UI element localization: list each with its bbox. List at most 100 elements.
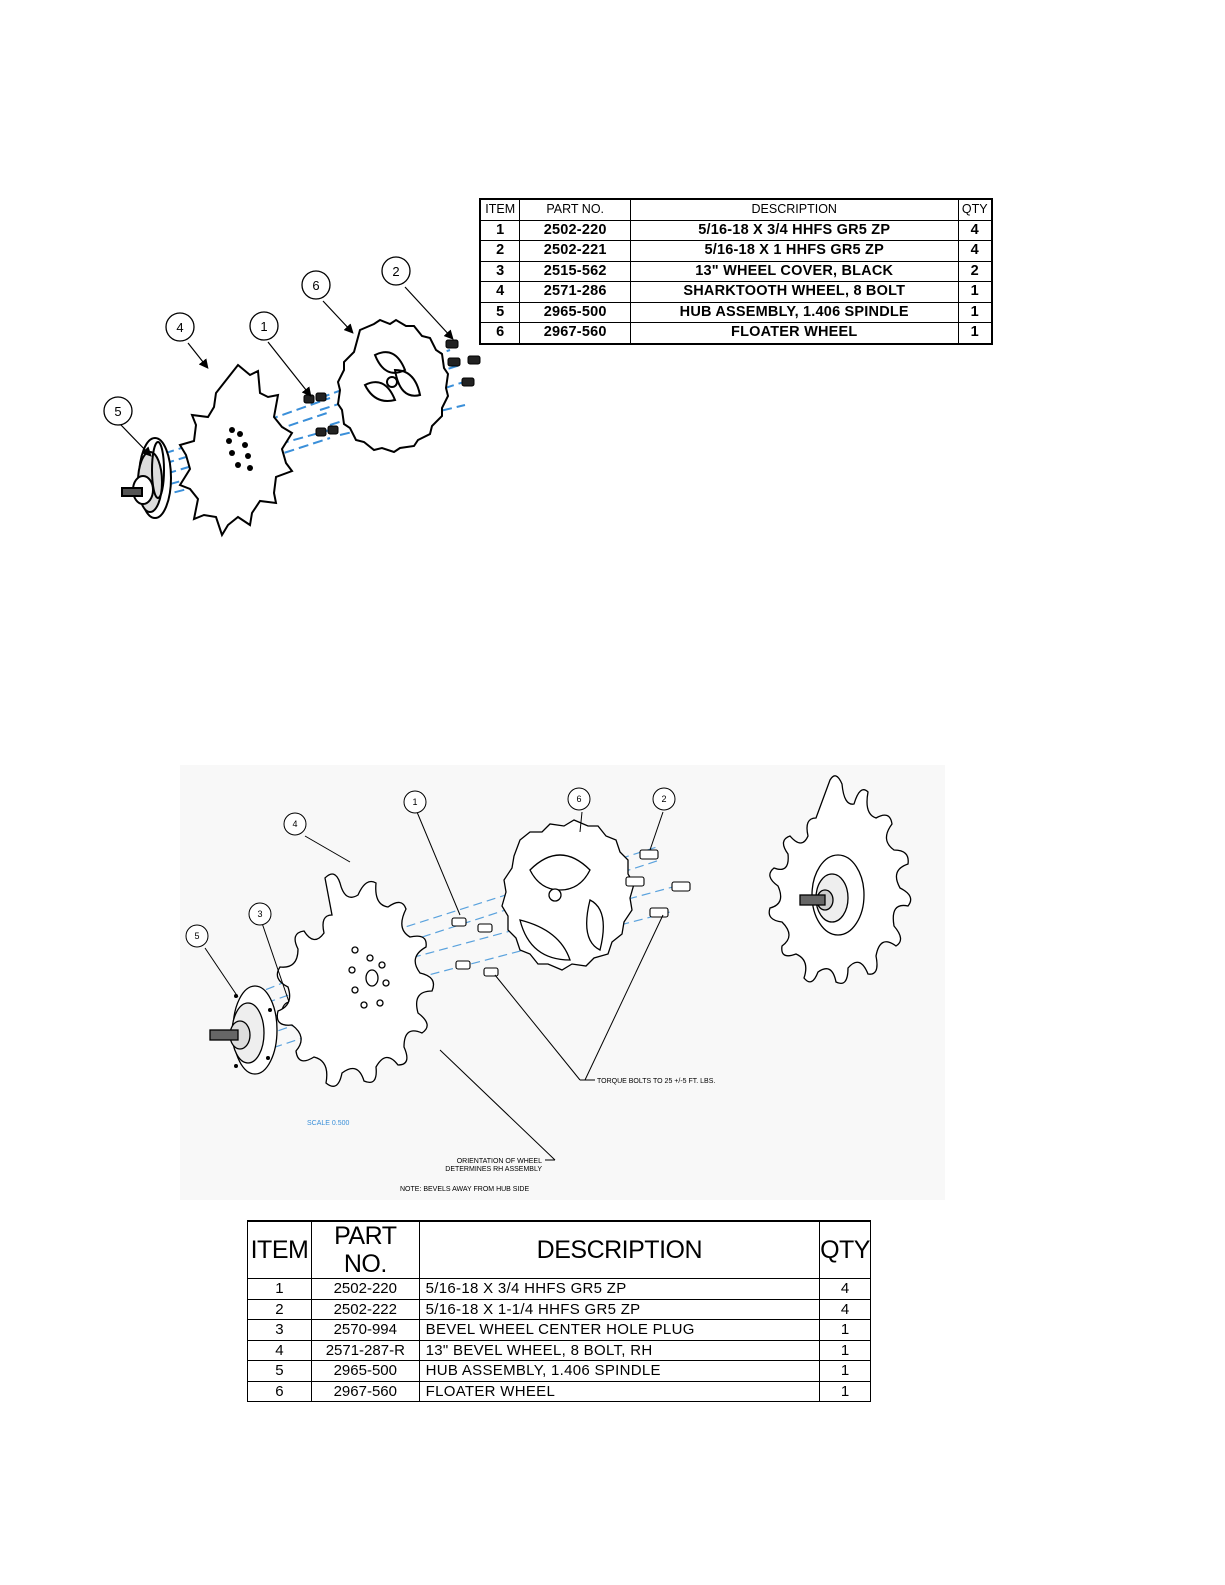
part-no-cell: 2570-994 xyxy=(310,1319,420,1341)
bevel-note: NOTE: BEVELS AWAY FROM HUB SIDE xyxy=(400,1186,529,1193)
bottom-balloon-5: 5 xyxy=(194,931,199,941)
bottom-balloon-1: 1 xyxy=(412,797,417,807)
bottom-hub-assembly xyxy=(209,985,278,1075)
part-no-cell: 2967-560 xyxy=(310,1380,420,1402)
qty-cell: 1 xyxy=(957,281,993,303)
qty-cell: 4 xyxy=(819,1278,871,1300)
column-header-qty: QTY xyxy=(819,1220,871,1279)
part-no-cell: 2502-221 xyxy=(519,240,631,262)
item-cell: 3 xyxy=(479,260,521,282)
column-header-part-no: PART NO. xyxy=(519,198,631,221)
qty-cell: 1 xyxy=(819,1360,871,1382)
item-cell: 5 xyxy=(247,1360,312,1382)
bottom-exploded-diagram: 5 3 4 1 6 2 TORQUE BOLTS TO 25 +/-5 FT. … xyxy=(180,765,945,1200)
bottom-balloon-2: 2 xyxy=(661,794,666,804)
description-cell: HUB ASSEMBLY, 1.406 SPINDLE xyxy=(418,1360,821,1382)
part-no-cell: 2571-287-R xyxy=(310,1339,420,1361)
orientation-note-line1: ORIENTATION OF WHEEL xyxy=(457,1158,542,1165)
item-cell: 4 xyxy=(247,1339,312,1361)
qty-cell: 4 xyxy=(819,1298,871,1320)
top-sharktooth-wheel xyxy=(178,363,294,538)
description-cell: 13" BEVEL WHEEL, 8 BOLT, RH xyxy=(418,1339,821,1361)
qty-cell: 4 xyxy=(957,240,993,262)
top-balloon-5: 5 xyxy=(114,404,121,419)
top-balloon-4: 4 xyxy=(176,320,183,335)
item-cell: 1 xyxy=(247,1278,312,1300)
bottom-balloon-3: 3 xyxy=(257,909,262,919)
qty-cell: 2 xyxy=(957,260,993,282)
column-header-item: ITEM xyxy=(247,1220,312,1279)
part-no-cell: 2502-220 xyxy=(519,219,631,241)
top-exploded-diagram: 5 4 1 6 2 xyxy=(103,256,481,538)
part-no-cell: 2965-500 xyxy=(519,301,631,323)
item-cell: 5 xyxy=(479,301,521,323)
qty-cell: 1 xyxy=(819,1319,871,1341)
part-no-cell: 2967-560 xyxy=(519,322,631,344)
top-floater-wheel xyxy=(336,318,450,454)
part-no-cell: 2965-500 xyxy=(310,1360,420,1382)
column-header-item: ITEM xyxy=(479,198,521,221)
description-cell: 5/16-18 X 1 HHFS GR5 ZP xyxy=(629,240,959,262)
qty-cell: 4 xyxy=(957,219,993,241)
column-header-part-no: PART NO. xyxy=(310,1220,420,1279)
description-cell: HUB ASSEMBLY, 1.406 SPINDLE xyxy=(629,301,959,323)
bottom-bolts-item1 xyxy=(451,917,499,977)
description-cell: 13" WHEEL COVER, BLACK xyxy=(629,260,959,282)
top-bolts-item1 xyxy=(303,392,339,437)
qty-cell: 1 xyxy=(819,1380,871,1402)
description-cell: BEVEL WHEEL CENTER HOLE PLUG xyxy=(418,1319,821,1341)
bottom-floater-wheel xyxy=(501,819,635,971)
description-cell: 5/16-18 X 3/4 HHFS GR5 ZP xyxy=(629,219,959,241)
item-cell: 1 xyxy=(479,219,521,241)
part-no-cell: 2571-286 xyxy=(519,281,631,303)
description-cell: FLOATER WHEEL xyxy=(629,322,959,344)
item-cell: 4 xyxy=(479,281,521,303)
part-no-cell: 2502-220 xyxy=(310,1278,420,1300)
item-cell: 2 xyxy=(479,240,521,262)
column-header-description: DESCRIPTION xyxy=(418,1220,821,1279)
qty-cell: 1 xyxy=(957,322,993,344)
column-header-description: DESCRIPTION xyxy=(629,198,959,221)
bottom-table-header-row: ITEM PART NO. DESCRIPTION QTY xyxy=(247,1220,871,1279)
qty-cell: 1 xyxy=(819,1339,871,1361)
bottom-bevel-wheel xyxy=(276,873,435,1087)
column-header-qty: QTY xyxy=(957,198,993,221)
part-no-cell: 2502-222 xyxy=(310,1298,420,1320)
scale-label: SCALE 0.500 xyxy=(307,1120,350,1127)
top-balloon-1: 1 xyxy=(260,319,267,334)
bottom-balloon-6: 6 xyxy=(576,794,581,804)
bottom-bolts-item2 xyxy=(625,849,691,918)
top-balloon-6: 6 xyxy=(312,278,319,293)
top-balloon-2: 2 xyxy=(392,264,399,279)
item-cell: 2 xyxy=(247,1298,312,1320)
qty-cell: 1 xyxy=(957,301,993,323)
top-hub-assembly xyxy=(121,437,172,519)
item-cell: 3 xyxy=(247,1319,312,1341)
part-no-cell: 2515-562 xyxy=(519,260,631,282)
orientation-note-line2: DETERMINES RH ASSEMBLY xyxy=(445,1166,542,1173)
bottom-assembled-wheel xyxy=(768,775,912,985)
description-cell: SHARKTOOTH WHEEL, 8 BOLT xyxy=(629,281,959,303)
description-cell: 5/16-18 X 1-1/4 HHFS GR5 ZP xyxy=(418,1298,821,1320)
torque-note: TORQUE BOLTS TO 25 +/-5 FT. LBS. xyxy=(597,1078,715,1085)
top-bolts-item2 xyxy=(445,339,481,387)
description-cell: 5/16-18 X 3/4 HHFS GR5 ZP xyxy=(418,1278,821,1300)
item-cell: 6 xyxy=(247,1380,312,1402)
bottom-balloon-4: 4 xyxy=(292,819,297,829)
top-table-header-row: ITEM PART NO. DESCRIPTION QTY xyxy=(479,198,993,221)
item-cell: 6 xyxy=(479,322,521,344)
